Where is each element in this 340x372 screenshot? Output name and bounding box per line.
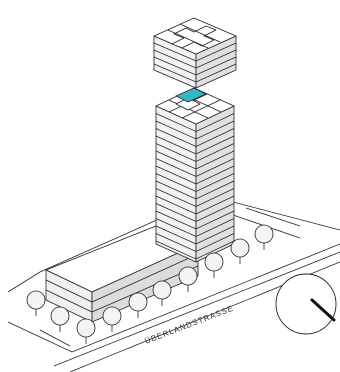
tower-floor-line bbox=[155, 188, 235, 207]
street-trees bbox=[26, 224, 274, 344]
tree bbox=[76, 318, 96, 344]
tower-floor-line bbox=[155, 173, 235, 192]
tower-floor-line bbox=[155, 195, 235, 215]
podium-building bbox=[45, 225, 199, 323]
tower-floor-line bbox=[155, 143, 235, 162]
tower-floor-line bbox=[155, 128, 235, 147]
tower-floor-lines bbox=[155, 113, 235, 260]
tower-floor-line bbox=[155, 135, 235, 155]
top-module bbox=[153, 17, 237, 89]
tower-floor-line bbox=[155, 210, 235, 230]
module-floor-line bbox=[153, 49, 237, 69]
tree bbox=[102, 306, 122, 332]
tree bbox=[26, 290, 46, 316]
module-floor-line bbox=[153, 56, 237, 76]
tower-floor-line bbox=[155, 158, 235, 177]
tree bbox=[204, 252, 224, 278]
tower-floor-line bbox=[155, 180, 235, 200]
tower-floor-line bbox=[155, 120, 235, 140]
tree bbox=[230, 238, 250, 264]
tree bbox=[152, 280, 172, 306]
circle-marker bbox=[275, 273, 337, 335]
tree bbox=[128, 292, 148, 318]
tower-floor-line bbox=[155, 113, 235, 132]
tower-floor-line bbox=[155, 240, 235, 260]
tower-floor-line bbox=[155, 218, 235, 237]
tree bbox=[50, 306, 70, 332]
tree bbox=[254, 224, 274, 250]
tower-floor-line bbox=[155, 225, 235, 245]
tree bbox=[178, 266, 198, 292]
top-module-floor-lines bbox=[153, 42, 237, 83]
module-floor-line bbox=[153, 42, 237, 62]
tower-floor-line bbox=[155, 203, 235, 222]
highlighted-slab bbox=[175, 87, 207, 103]
tower-floor-line bbox=[155, 165, 235, 185]
module-floor-line bbox=[153, 63, 237, 83]
tower-floor-line bbox=[155, 233, 235, 252]
tower-floor-line bbox=[155, 150, 235, 170]
